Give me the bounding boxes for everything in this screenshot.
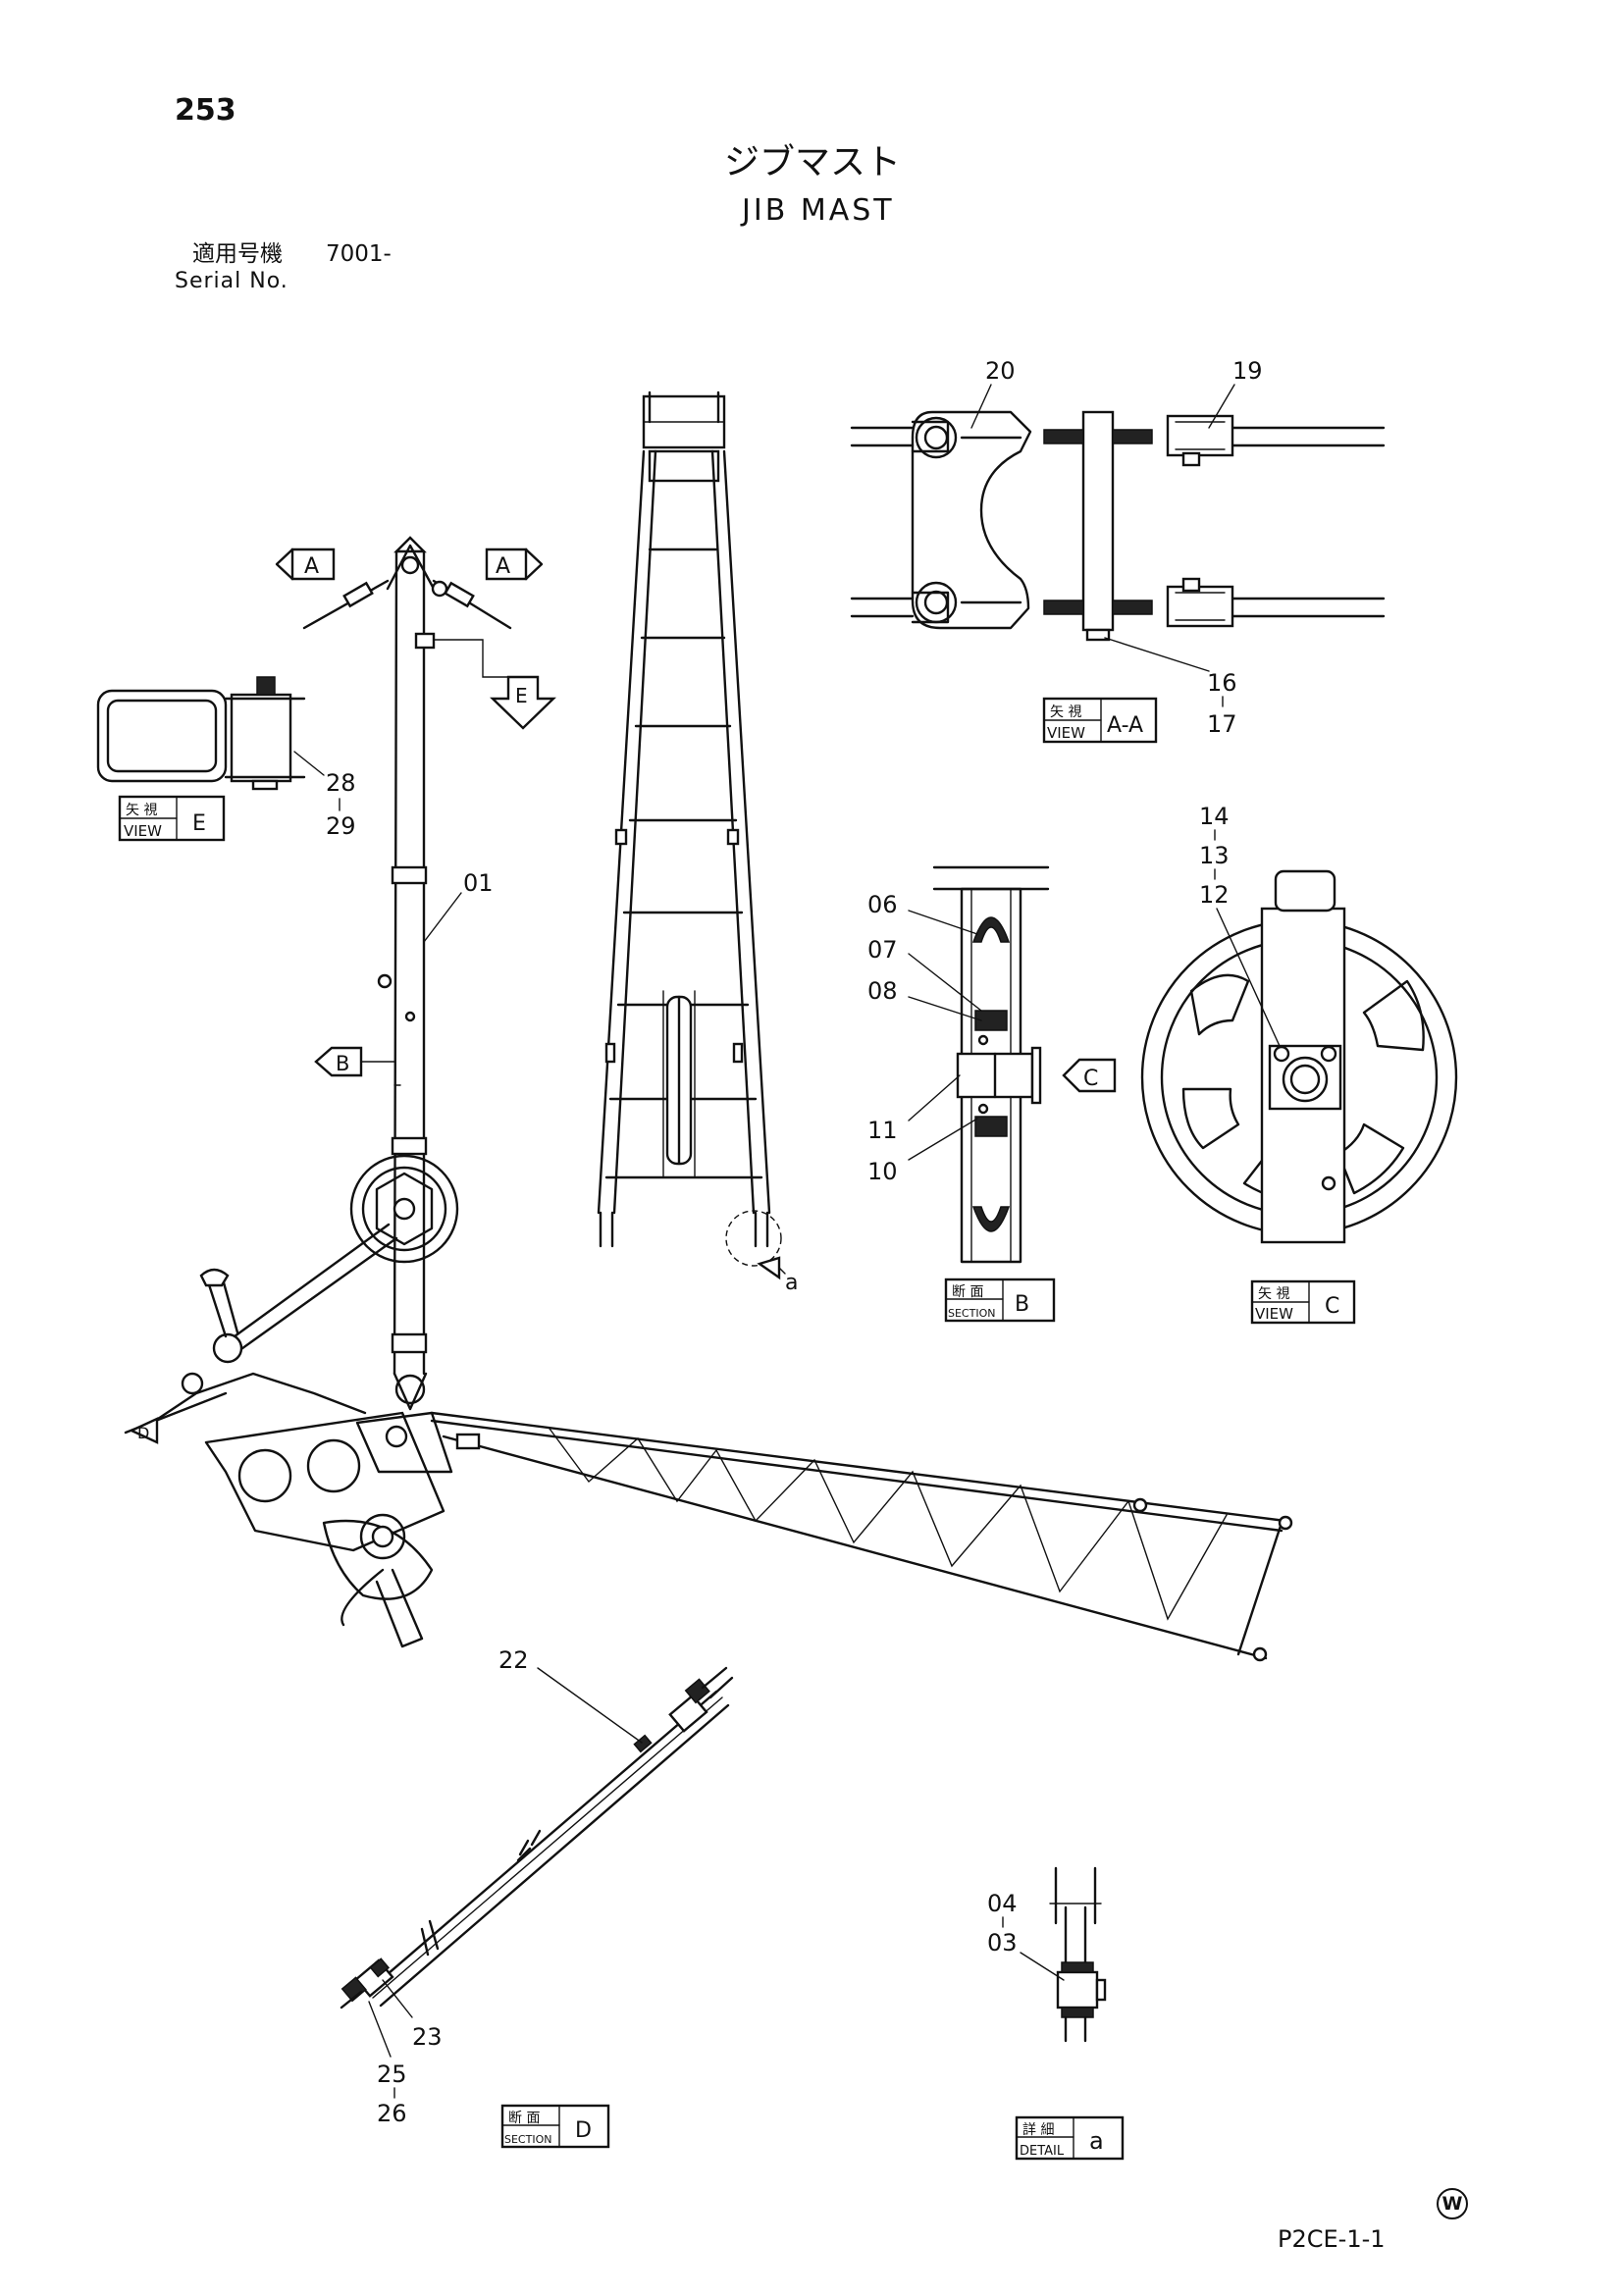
callout-16: 16	[1207, 669, 1237, 697]
callout-29: 29	[326, 812, 356, 840]
callout-19: 19	[1232, 357, 1263, 385]
view-e-drawing	[96, 676, 325, 791]
view-aa-label-en: VIEW	[1047, 724, 1085, 742]
main-assembly-view	[124, 536, 1293, 1662]
section-d-drawing	[340, 1666, 734, 2009]
detail-a-reference: a	[785, 1271, 798, 1295]
detail-a-label: 詳 細 DETAIL a	[1015, 2115, 1125, 2161]
section-d-label: 断 面 SECTION D	[500, 2104, 610, 2149]
section-d-label-letter: D	[575, 2118, 592, 2143]
view-aa-drawing	[850, 410, 1386, 642]
section-b-drawing	[932, 865, 1050, 1264]
view-a-right-marker: A	[485, 548, 544, 581]
view-a-left-marker: A	[275, 548, 336, 581]
section-b-label-letter: B	[1015, 1292, 1029, 1317]
callout-26: 26	[377, 2100, 407, 2127]
section-d-label-en: SECTION	[504, 2133, 551, 2146]
section-b-label-jp: 断 面	[952, 1284, 983, 1300]
view-c-label-en: VIEW	[1255, 1305, 1293, 1323]
callout-28: 28	[326, 769, 356, 797]
section-b-label-en: SECTION	[948, 1307, 995, 1320]
view-e-label: 矢 視 VIEW E	[118, 795, 226, 842]
marker-d-letter: D	[137, 1424, 149, 1442]
view-e-label-jp: 矢 視	[126, 803, 157, 818]
callout-20: 20	[985, 357, 1016, 385]
page-number: 253	[175, 93, 236, 128]
view-aa-label: 矢 視 VIEW A-A	[1042, 697, 1158, 744]
section-b-marker: B	[314, 1046, 395, 1077]
view-c-drawing	[1140, 869, 1458, 1244]
callout-04: 04	[987, 1890, 1018, 1917]
callout-11: 11	[867, 1117, 898, 1144]
callout-03: 03	[987, 1929, 1018, 1957]
marker-b-letter: B	[336, 1052, 349, 1075]
view-c-label: 矢 視 VIEW C	[1250, 1279, 1356, 1325]
callout-12: 12	[1199, 881, 1230, 909]
marker-c-letter: C	[1083, 1067, 1098, 1091]
callout-01: 01	[463, 869, 494, 897]
view-c-label-letter: C	[1325, 1294, 1339, 1319]
serial-label-japanese: 適用号機	[192, 241, 283, 267]
revision-mark: W	[1437, 2188, 1468, 2219]
view-c-label-jp: 矢 視	[1258, 1286, 1289, 1302]
title-japanese: ジブマスト	[724, 142, 902, 183]
section-d-label-jp: 断 面	[508, 2111, 540, 2126]
view-aa-label-letter: A-A	[1107, 713, 1143, 738]
view-aa-label-jp: 矢 視	[1050, 704, 1081, 720]
callout-25: 25	[377, 2061, 407, 2088]
serial-label-english: Serial No.	[175, 269, 288, 293]
marker-e-letter: E	[515, 684, 528, 707]
drawing-code: P2CE-1-1	[1278, 2225, 1386, 2253]
callout-13: 13	[1199, 842, 1230, 869]
callout-07: 07	[867, 936, 898, 964]
callout-08: 08	[867, 977, 898, 1005]
callout-22: 22	[498, 1646, 529, 1674]
title-english: JIB MAST	[742, 193, 895, 228]
marker-a-right-letter: A	[496, 554, 510, 579]
section-b-label: 断 面 SECTION B	[944, 1278, 1056, 1323]
view-e-label-en: VIEW	[124, 822, 162, 840]
callout-10: 10	[867, 1158, 898, 1185]
serial-number-value: 7001-	[326, 241, 392, 267]
detail-a-label-jp: 詳 細	[1022, 2122, 1054, 2138]
marker-a-left-letter: A	[304, 554, 319, 579]
callout-06: 06	[867, 891, 898, 918]
view-c-marker: C	[1062, 1058, 1117, 1093]
callout-17: 17	[1207, 710, 1237, 738]
detail-a-label-en: DETAIL	[1020, 2144, 1065, 2159]
view-e-label-letter: E	[192, 811, 206, 836]
callout-14: 14	[1199, 803, 1230, 830]
detail-a-label-letter: a	[1089, 2127, 1104, 2155]
callout-23: 23	[412, 2023, 443, 2051]
view-e-marker: E	[490, 675, 556, 730]
detail-a-drawing	[1049, 1866, 1107, 2043]
mast-front-view	[597, 391, 786, 1280]
